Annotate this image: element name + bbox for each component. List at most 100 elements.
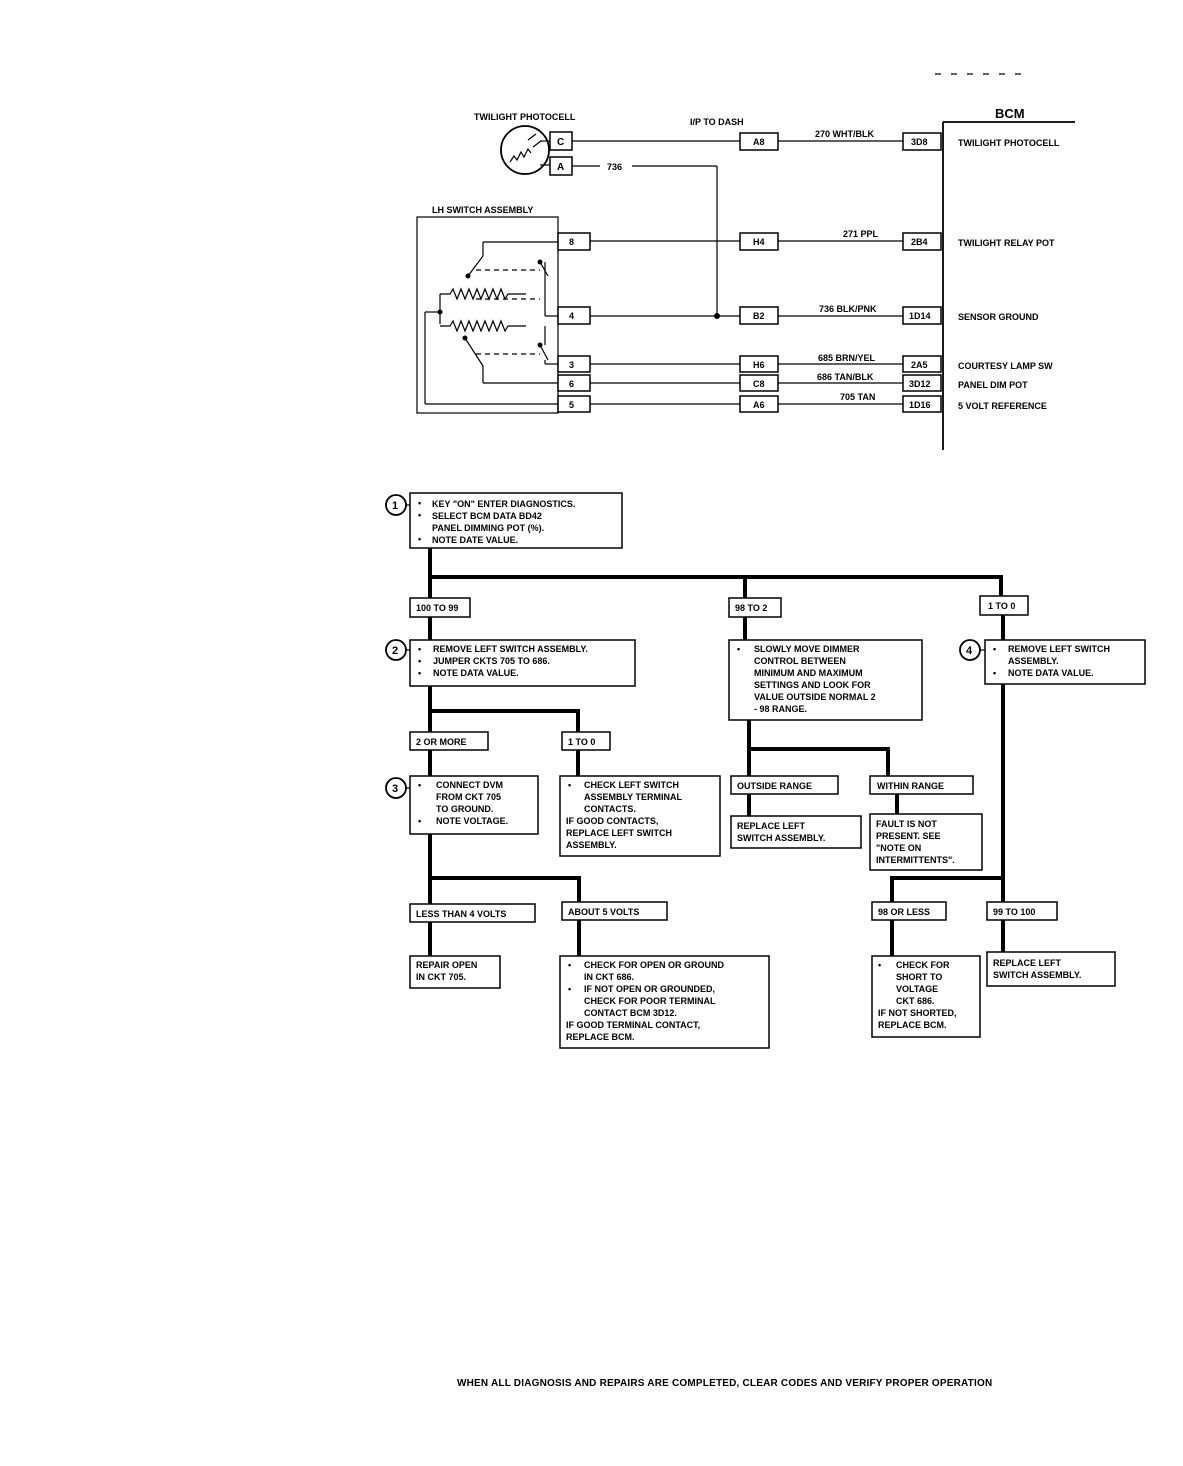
dash-conn-a6: A6 [753, 400, 765, 410]
switch-pin-6: 6 [569, 379, 574, 389]
branch-labels-top: 100 TO 99 98 TO 2 1 TO 0 [409, 595, 1029, 618]
lh-switch-label: LH SWITCH ASSEMBLY [432, 205, 533, 215]
svg-text:SHORT TO: SHORT TO [896, 972, 942, 982]
svg-text:•: • [568, 984, 571, 994]
box-replace-switch-right: REPLACE LEFT SWITCH ASSEMBLY. [986, 951, 1116, 987]
bcm-pin-1d16: 1D16 [909, 400, 931, 410]
svg-text:•: • [568, 780, 571, 790]
bcm-title: BCM [995, 106, 1025, 121]
svg-text:CHECK LEFT SWITCH: CHECK LEFT SWITCH [584, 780, 679, 790]
bcm-fn-panel-dim: PANEL DIM POT [958, 380, 1028, 390]
svg-text:1 TO 0: 1 TO 0 [988, 601, 1015, 611]
branch-labels-step-3: LESS THAN 4 VOLTS ABOUT 5 VOLTS [409, 901, 668, 923]
photocell-pin-c: C [557, 137, 564, 148]
dash-conn-h4: H4 [753, 237, 765, 247]
svg-text:CHECK FOR POOR TERMINAL: CHECK FOR POOR TERMINAL [584, 996, 716, 1006]
svg-text:ABOUT 5 VOLTS: ABOUT 5 VOLTS [568, 907, 639, 917]
svg-text:NOTE VOLTAGE.: NOTE VOLTAGE. [436, 816, 508, 826]
bcm-pin-3d8: 3D8 [911, 137, 928, 147]
dash-connectors: A8 H4 B2 H6 C8 A6 [739, 132, 779, 413]
svg-text:99 TO 100: 99 TO 100 [993, 907, 1035, 917]
box-repair-open: REPAIR OPEN IN CKT 705. [409, 955, 501, 989]
photocell-label: TWILIGHT PHOTOCELL [474, 112, 576, 122]
svg-text:NOTE DATA VALUE.: NOTE DATA VALUE. [433, 668, 519, 678]
dash-conn-c8: C8 [753, 379, 765, 389]
wire-736-label: 736 [607, 162, 622, 172]
svg-text:FROM CKT 705: FROM CKT 705 [436, 792, 501, 802]
svg-text:SELECT BCM DATA BD42: SELECT BCM DATA BD42 [432, 511, 542, 521]
svg-text:•: • [418, 644, 421, 654]
svg-text:•: • [418, 534, 421, 544]
bcm-pin-2a5: 2A5 [911, 360, 928, 370]
switch-pin-5: 5 [569, 400, 574, 410]
svg-text:SWITCH ASSEMBLY.: SWITCH ASSEMBLY. [737, 833, 825, 843]
bcm-fn-sensor-ground: SENSOR GROUND [958, 312, 1039, 322]
svg-text:REMOVE LEFT SWITCH ASSEMBLY.: REMOVE LEFT SWITCH ASSEMBLY. [433, 644, 588, 654]
ip-to-dash-label: I/P TO DASH [690, 117, 744, 127]
bcm-pin-1d14: 1D14 [909, 311, 931, 321]
box-check-open-ground: • • CHECK FOR OPEN OR GROUND IN CKT 686.… [559, 955, 770, 1049]
svg-text:CONTACTS.: CONTACTS. [584, 804, 636, 814]
svg-text:LESS THAN 4 VOLTS: LESS THAN 4 VOLTS [416, 909, 506, 919]
svg-text:PANEL DIMMING POT (%).: PANEL DIMMING POT (%). [432, 523, 544, 533]
dash-conn-b2: B2 [753, 311, 765, 321]
svg-text:CHECK FOR: CHECK FOR [896, 960, 950, 970]
svg-text:REPLACE LEFT: REPLACE LEFT [993, 958, 1062, 968]
box-step-2: • • • REMOVE LEFT SWITCH ASSEMBLY. JUMPE… [409, 639, 636, 687]
svg-text:ASSEMBLY TERMINAL: ASSEMBLY TERMINAL [584, 792, 683, 802]
svg-text:SLOWLY MOVE DIMMER: SLOWLY MOVE DIMMER [754, 644, 860, 654]
svg-text:JUMPER CKTS 705 TO 686.: JUMPER CKTS 705 TO 686. [433, 656, 550, 666]
diagnostic-flowchart: 1 2 3 4 • • • KEY "ON" ENTER DIAGNOSTICS… [385, 492, 1146, 1049]
svg-text:TO GROUND.: TO GROUND. [436, 804, 493, 814]
svg-text:98 OR LESS: 98 OR LESS [878, 907, 930, 917]
svg-text:REMOVE LEFT SWITCH: REMOVE LEFT SWITCH [1008, 644, 1110, 654]
wire-736-blk: 736 BLK/PNK [819, 304, 877, 314]
switch-pin-8: 8 [569, 237, 574, 247]
photocell-pin-a: A [557, 162, 564, 173]
svg-text:•: • [993, 668, 996, 678]
svg-text:IN CKT 686.: IN CKT 686. [584, 972, 634, 982]
box-check-contacts: • CHECK LEFT SWITCH ASSEMBLY TERMINAL CO… [559, 775, 721, 857]
svg-text:CONTROL BETWEEN: CONTROL BETWEEN [754, 656, 846, 666]
svg-text:2 OR MORE: 2 OR MORE [416, 737, 467, 747]
svg-text:IN CKT 705.: IN CKT 705. [416, 972, 466, 982]
step-4: 4 [966, 645, 973, 657]
bcm-fn-courtesy: COURTESY LAMP SW [958, 361, 1053, 371]
svg-text:IF GOOD TERMINAL CONTACT,: IF GOOD TERMINAL CONTACT, [566, 1020, 700, 1030]
box-step-1: • • • KEY "ON" ENTER DIAGNOSTICS. SELECT… [409, 492, 623, 549]
svg-text:"NOTE ON: "NOTE ON [876, 843, 921, 853]
svg-text:IF NOT SHORTED,: IF NOT SHORTED, [878, 1008, 957, 1018]
svg-text:INTERMITTENTS".: INTERMITTENTS". [876, 855, 955, 865]
svg-text:•: • [737, 644, 740, 654]
box-fault-not-present: FAULT IS NOT PRESENT. SEE "NOTE ON INTER… [869, 813, 983, 871]
svg-text:•: • [568, 960, 571, 970]
branch-labels-step-4: 98 OR LESS 99 TO 100 [871, 901, 1058, 921]
svg-text:NOTE DATA VALUE.: NOTE DATA VALUE. [1008, 668, 1094, 678]
wire-685: 685 BRN/YEL [818, 353, 876, 363]
svg-text:VOLTAGE: VOLTAGE [896, 984, 938, 994]
step-3: 3 [392, 783, 398, 795]
svg-text:98 TO 2: 98 TO 2 [735, 603, 767, 613]
svg-text:•: • [418, 510, 421, 520]
svg-text:KEY "ON" ENTER DIAGNOSTICS.: KEY "ON" ENTER DIAGNOSTICS. [432, 499, 575, 509]
svg-text:•: • [418, 656, 421, 666]
svg-text:CKT 686.: CKT 686. [896, 996, 935, 1006]
svg-text:FAULT IS NOT: FAULT IS NOT [876, 819, 937, 829]
dimmer-switch-icon [424, 241, 558, 405]
svg-text:IF NOT OPEN OR GROUNDED,: IF NOT OPEN OR GROUNDED, [584, 984, 715, 994]
bcm-pins: 3D8 2B4 1D14 2A5 3D12 1D16 [902, 132, 942, 413]
svg-text:MINIMUM AND MAXIMUM: MINIMUM AND MAXIMUM [754, 668, 863, 678]
step-circles: 1 2 3 4 [385, 494, 985, 799]
svg-text:WITHIN RANGE: WITHIN RANGE [877, 781, 944, 791]
svg-text:NOTE DATE VALUE.: NOTE DATE VALUE. [432, 535, 518, 545]
bcm-fn-photocell: TWILIGHT PHOTOCELL [958, 138, 1060, 148]
box-replace-switch-mid: REPLACE LEFT SWITCH ASSEMBLY. [730, 815, 862, 849]
branch-labels-step-2: 2 OR MORE 1 TO 0 [409, 731, 611, 751]
bcm-fn-5v-ref: 5 VOLT REFERENCE [958, 401, 1047, 411]
svg-text:•: • [418, 816, 421, 826]
svg-text:•: • [878, 960, 881, 970]
svg-text:IF GOOD CONTACTS,: IF GOOD CONTACTS, [566, 816, 658, 826]
wire-270: 270 WHT/BLK [815, 129, 875, 139]
step-2: 2 [392, 645, 398, 657]
